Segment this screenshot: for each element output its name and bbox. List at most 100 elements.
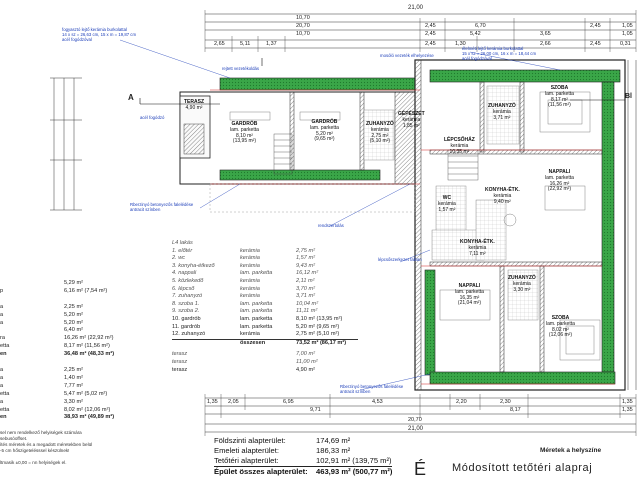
furniture (229, 91, 601, 361)
left-list-row (0, 359, 114, 367)
left-dimension-chain (50, 77, 82, 211)
roof-insulation-right-side (601, 81, 615, 373)
annotation-rberzing-right: Rberzinyó betonyezős falelédése antracit… (340, 384, 404, 394)
title-scale-note: Méretek a helyszíne (540, 447, 602, 454)
bottom-dimension-chain (204, 394, 637, 436)
dim-bottom-overall: 21,00 (408, 426, 424, 432)
summary-row: Emeleti alapterület:186,33 m² (214, 446, 351, 455)
annotation-lepcso: lépcsőszerkezet falban (378, 257, 422, 262)
summary-row: Földszinti alapterület:174,69 m² (214, 436, 351, 445)
terrace-railing (183, 123, 205, 155)
left-note-line: sebusóoffset. (0, 436, 28, 441)
dim-top-5: 2,45 (590, 23, 601, 29)
dim-top-11: 3,65 (540, 31, 551, 37)
dim-top-2: 20,70 (296, 23, 310, 29)
left-note-line: sel nem rendelkező helyiségek számára (0, 430, 82, 435)
section-marker-b: Bl (625, 93, 632, 100)
dim-overall-top: 21,00 (408, 5, 424, 11)
dim-bottom-11: 20,70 (408, 417, 422, 423)
roof-insulation-bottom-right (429, 371, 616, 385)
left-list-row (0, 296, 114, 304)
drawing-title: Módosított tetőtéri alapraj (452, 462, 593, 474)
dim-top-12: 1,05 (622, 31, 633, 37)
dim-bottom-6: 2,30 (500, 399, 511, 405)
dim-bottom-3: 6,95 (283, 399, 294, 405)
dim-bottom-7: 1,35 (622, 399, 633, 405)
roof-insulation-bottom-left (219, 169, 381, 181)
dim-bottom-2: 2,05 (228, 399, 239, 405)
left-list-row: 5,29 m² (64, 280, 83, 286)
dim-top-8: 10,70 (296, 31, 310, 37)
tiled-areas (363, 85, 539, 321)
right-dimension-chain (627, 60, 637, 390)
summary-row: Épület összes alapterület:463,93 m² (500… (214, 466, 393, 476)
dim-top-10: 5,42 (470, 31, 481, 37)
title-block: Méretek a helyszíne É Módosított tetőtér… (414, 447, 640, 480)
section-markers (139, 58, 625, 105)
left-note-line: ítés méretek és a megadott méretekben be… (0, 442, 93, 447)
dim-top-16: 1,30 (455, 41, 466, 47)
annotation-skylight-left: fogyasztó lejtő kerámia burkolattal 14 x… (62, 27, 137, 42)
dim-bottom-4: 4,53 (372, 399, 383, 405)
dim-bottom-10: 1,35 (622, 407, 633, 413)
left-list-row: 6,40 m² (64, 327, 83, 334)
dim-top-13: 5,11 (240, 41, 251, 47)
dim-top-3: 2,45 (425, 23, 436, 29)
annotation-mosso: mosóló vezeték elhelyezése (380, 53, 434, 58)
unit-table-title: L4 lakás (172, 240, 193, 246)
dim-bottom-1: 1,35 (207, 399, 218, 405)
roof-insulation-right-top (429, 69, 621, 83)
dim-top-17: 2,66 (540, 41, 551, 47)
roof-slope-area (209, 183, 416, 213)
annotation-rejtett: rejtett vezetékoldás (222, 66, 260, 71)
title-letter: É (414, 459, 427, 479)
dim-bottom-5: 2,20 (456, 399, 467, 405)
dim-top-7: 2,65 (214, 41, 225, 47)
annotation-skylight-right: élelméti lejtő kerámia burkolattal 15 x … (462, 46, 537, 61)
dim-top-15: 2,45 (425, 41, 436, 47)
summary-row: Tetőtéri alapterület:102,91 m² (139,75 m… (214, 456, 392, 465)
dim-top-14: 1,37 (266, 41, 277, 47)
